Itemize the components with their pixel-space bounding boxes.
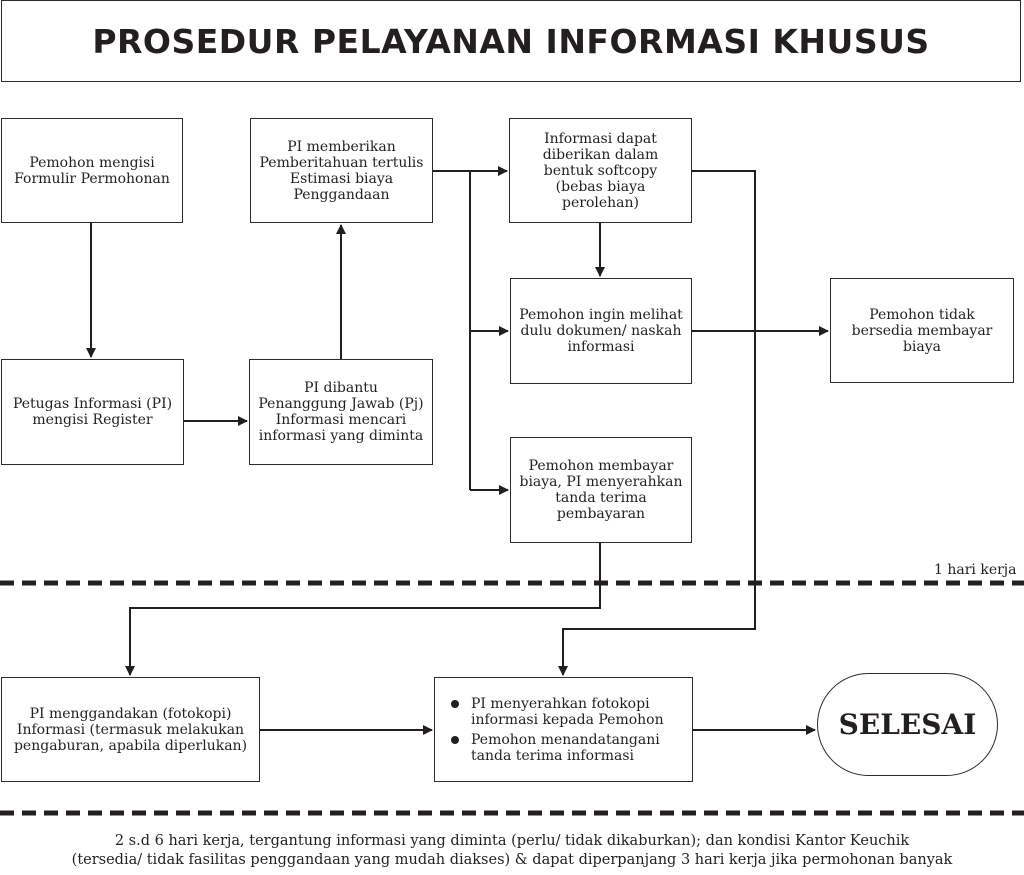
box-pemberitahuan-biaya: PI memberikan Pemberitahuan tertulis Est… [250, 118, 433, 223]
box-menyerahkan-informasi: PI menyerahkan fotokopi informasi kepada… [434, 677, 693, 782]
box-formulir-permohonan: Pemohon mengisi Formulir Permohonan [1, 118, 183, 223]
box-label: Informasi dapat diberikan dalam bentuk s… [542, 130, 659, 211]
footer-line-1: 2 s.d 6 hari kerja, tergantung informasi… [114, 833, 910, 849]
box-menggandakan-informasi: PI menggandakan (fotokopi) Informasi (te… [1, 677, 260, 782]
page-title: PROSEDUR PELAYANAN INFORMASI KHUSUS [1, 0, 1021, 82]
box-pj-mencari-informasi: PI dibantu Penanggung Jawab (Pj) Informa… [249, 359, 433, 465]
box-membayar-biaya: Pemohon membayar biaya, PI menyerahkan t… [510, 437, 692, 543]
arrow-softcopy-to-menyerahkan [558, 170, 756, 676]
box-softcopy: Informasi dapat diberikan dalam bentuk s… [509, 118, 692, 223]
box-label: Pemohon mengisi Formulir Permohonan [14, 154, 170, 187]
box-label: PI memberikan Pemberitahuan tertulis Est… [259, 138, 424, 203]
box-label: Petugas Informasi (PI) mengisi Register [12, 396, 173, 428]
footer-line-2: (tersedia/ tidak fasilitas penggandaan y… [71, 852, 953, 868]
divider-label-one-day: 1 hari kerja [934, 562, 1017, 578]
box-register: Petugas Informasi (PI) mengisi Register [1, 359, 184, 465]
footer-note: 2 s.d 6 hari kerja, tergantung informasi… [0, 832, 1024, 870]
box-label: PI menggandakan (fotokopi) Informasi (te… [13, 705, 248, 754]
box-tidak-bersedia-membayar: Pemohon tidak bersedia membayar biaya [830, 278, 1014, 383]
box-label: PI dibantu Penanggung Jawab (Pj) Informa… [258, 380, 424, 444]
box-label: Pemohon membayar biaya, PI menyerahkan t… [519, 458, 683, 522]
box-melihat-dokumen: Pemohon ingin melihat dulu dokumen/ nask… [510, 278, 692, 384]
arrow-membayar-to-menggandakan [125, 543, 601, 676]
box-label: Pemohon ingin melihat dulu dokumen/ nask… [519, 307, 683, 355]
end-terminal-selesai: SELESAI [817, 673, 998, 776]
box-label: Pemohon tidak bersedia membayar biaya [851, 306, 993, 355]
bullet-item: Pemohon menandatangani tanda terima info… [451, 732, 682, 764]
bullet-item: PI menyerahkan fotokopi informasi kepada… [451, 696, 682, 728]
